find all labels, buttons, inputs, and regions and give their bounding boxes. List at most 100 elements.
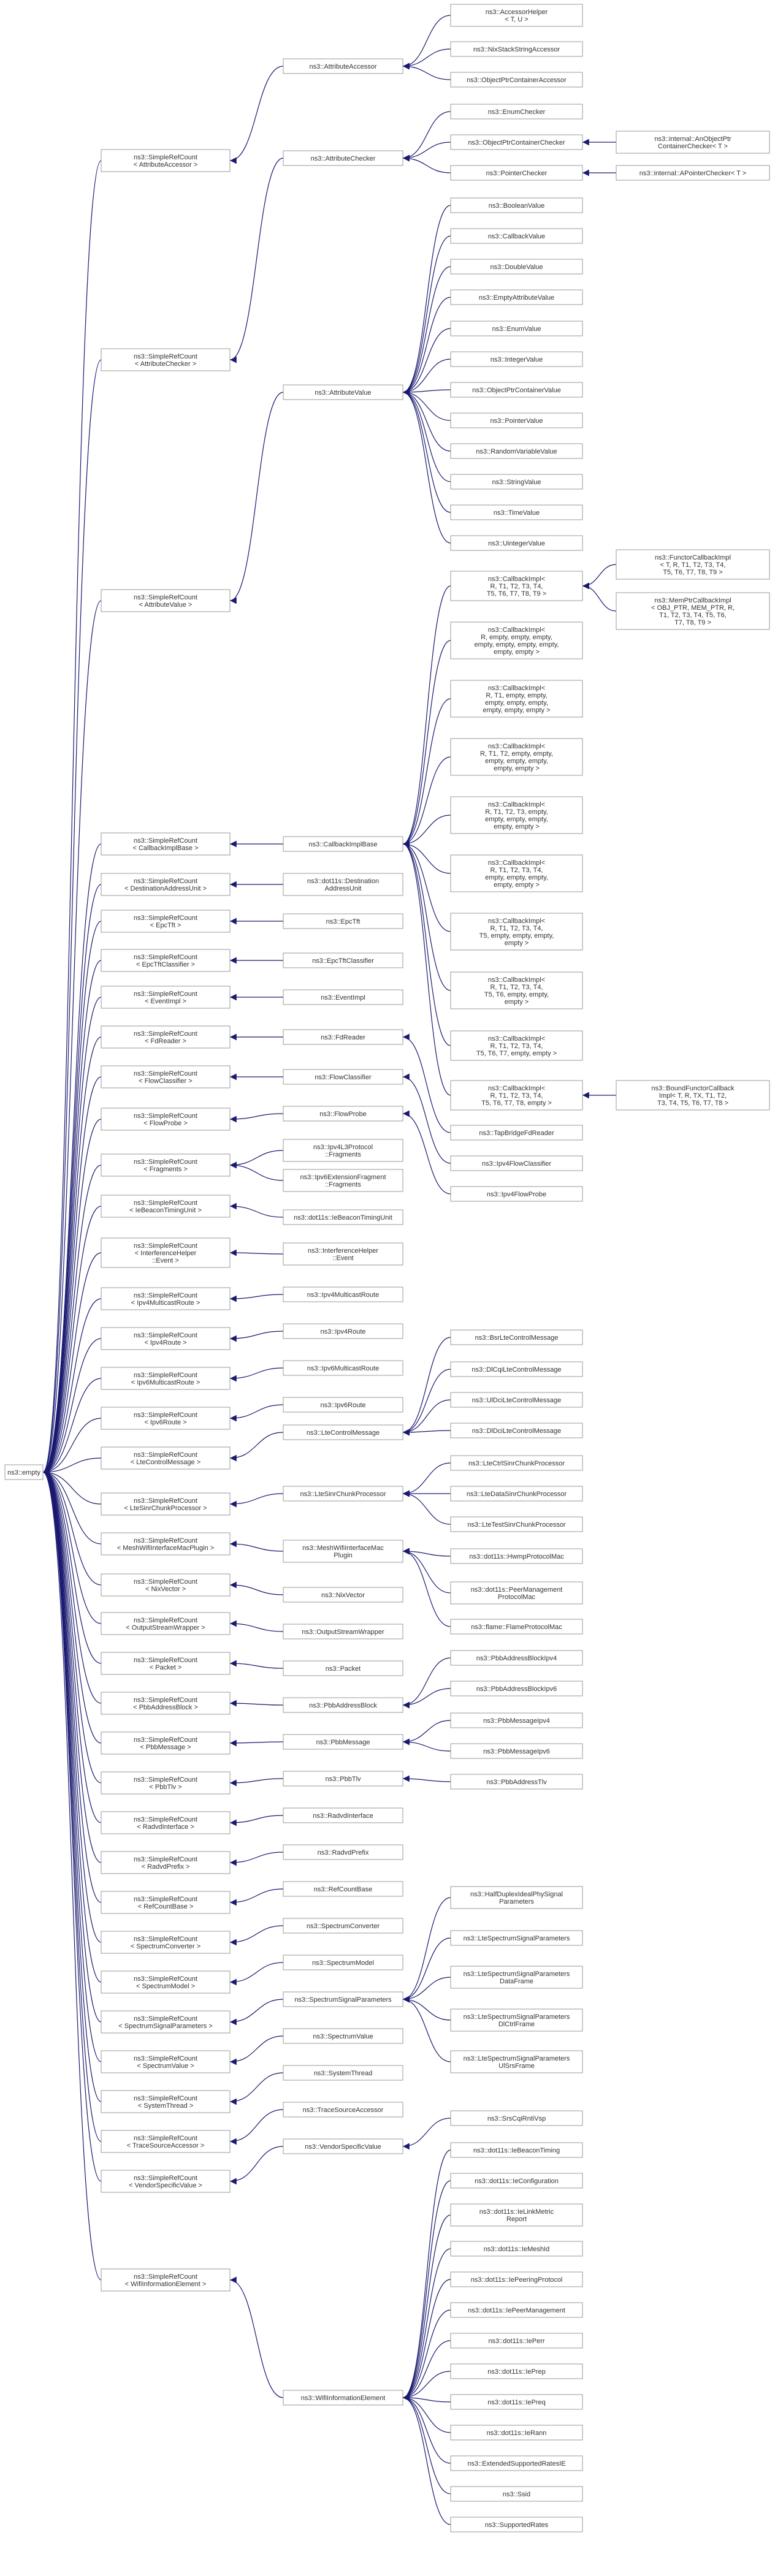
class-node-ipv4-multicast-route[interactable]: ns3::Ipv4MulticastRoute [283,1286,403,1302]
class-node-packet[interactable]: ns3::Packet [283,1660,403,1676]
class-node-trace-source-accessor[interactable]: ns3::TraceSourceAccessor [283,2102,403,2118]
class-node-object-ptr-container-value[interactable]: ns3::ObjectPtrContainerValue [450,382,583,398]
class-node-epc-tft[interactable]: ns3::EpcTft [283,913,403,929]
class-node-spectrum-converter[interactable]: ns3::SpectrumConverter [283,1918,403,1934]
class-node-radvd-prefix[interactable]: ns3::RadvdPrefix [283,1844,403,1860]
class-node-dl-cqi-lte-control-message[interactable]: ns3::DlCqiLteControlMessage [450,1361,583,1377]
class-node-pbb-message-ipv4[interactable]: ns3::PbbMessageIpv4 [450,1712,583,1728]
class-node-callback-impl-6[interactable]: ns3::CallbackImpl<R, T1, T2, T3, T4,T5, … [450,971,583,1009]
class-node-callback-impl-2[interactable]: ns3::CallbackImpl<R, T1, T2, empty, empt… [450,738,583,776]
class-node-flame-protocol-mac[interactable]: ns3::flame::FlameProtocolMac [450,1619,583,1635]
class-node-s-nix-vector[interactable]: ns3::SimpleRefCount< NixVector > [101,1573,231,1597]
class-node-ssid[interactable]: ns3::Ssid [450,2486,583,2502]
class-node-ie-configuration[interactable]: ns3::dot11s::IeConfiguration [450,2173,583,2189]
class-node-callback-impl-base[interactable]: ns3::CallbackImplBase [283,836,403,852]
class-node-extended-supported-rates-ie[interactable]: ns3::ExtendedSupportedRatesIE [450,2455,583,2471]
class-node-ie-perr[interactable]: ns3::dot11s::IePerr [450,2333,583,2349]
class-node-ipv4-flow-classifier[interactable]: ns3::Ipv4FlowClassifier [450,1155,583,1171]
class-node-callback-impl-3[interactable]: ns3::CallbackImpl<R, T1, T2, T3, empty,e… [450,796,583,834]
class-node-lte-ctrl-sinr-chunk-processor[interactable]: ns3::LteCtrlSinrChunkProcessor [450,1455,583,1471]
class-node-lte-spectrum-signal-parameters-dl-ctrl-frame[interactable]: ns3::LteSpectrumSignalParametersDlCtrlFr… [450,2008,583,2032]
class-node-lte-spectrum-signal-parameters[interactable]: ns3::LteSpectrumSignalParameters [450,1930,583,1946]
class-node-s-fd-reader[interactable]: ns3::SimpleRefCount< FdReader > [101,1025,231,1049]
class-node-s-lte-control-message[interactable]: ns3::SimpleRefCount< LteControlMessage > [101,1446,231,1470]
class-node-s-attribute-checker[interactable]: ns3::SimpleRefCount< AttributeChecker > [101,348,231,371]
class-node-ipv6-ext-fragments[interactable]: ns3::Ipv6ExtensionFragment::Fragments [283,1169,403,1192]
class-node-tap-bridge-fd-reader[interactable]: ns3::TapBridgeFdReader [450,1125,583,1141]
class-node-s-lte-sinr-chunk-processor[interactable]: ns3::SimpleRefCount< LteSinrChunkProcess… [101,1492,231,1516]
class-node-s-ref-count-base[interactable]: ns3::SimpleRefCount< RefCountBase > [101,1891,231,1914]
class-node-attribute-checker[interactable]: ns3::AttributeChecker [283,150,403,166]
class-node-mem-ptr-callback-impl[interactable]: ns3::MemPtrCallbackImpl< OBJ_PTR, MEM_PT… [616,592,770,630]
class-node-functor-callback-impl[interactable]: ns3::FunctorCallbackImpl< T, R, T1, T2, … [616,549,770,580]
class-node-s-spectrum-converter[interactable]: ns3::SimpleRefCount< SpectrumConverter > [101,1931,231,1954]
class-node-src-cq-rnti-vsp[interactable]: ns3::SrsCqiRntiVsp [450,2110,583,2126]
class-node-pbb-tlv[interactable]: ns3::PbbTlv [283,1771,403,1787]
class-node-dl-dci-lte-control-message[interactable]: ns3::DlDciLteControlMessage [450,1423,583,1438]
class-node-s-vendor-specific-value[interactable]: ns3::SimpleRefCount< VendorSpecificValue… [101,2170,231,2193]
class-node-radvd-interface[interactable]: ns3::RadvdInterface [283,1807,403,1823]
class-node-random-variable-value[interactable]: ns3::RandomVariableValue [450,443,583,459]
class-node-lte-sinr-chunk-processor[interactable]: ns3::LteSinrChunkProcessor [283,1486,403,1502]
class-node-epc-tft-classifier[interactable]: ns3::EpcTftClassifier [283,952,403,968]
class-node-callback-impl-0[interactable]: ns3::CallbackImpl<R, empty, empty, empty… [450,621,583,659]
class-node-s-spectrum-signal-parameters[interactable]: ns3::SimpleRefCount< SpectrumSignalParam… [101,2010,231,2034]
class-node-flow-classifier[interactable]: ns3::FlowClassifier [283,1069,403,1085]
class-node-ie-beacon-timing-unit[interactable]: ns3::dot11s::IeBeaconTimingUnit [283,1209,403,1225]
class-node-callback-impl-9[interactable]: ns3::CallbackImpl<R, T1, T2, T3, T4,T5, … [450,571,583,601]
class-node-event-impl[interactable]: ns3::EventImpl [283,989,403,1005]
class-node-hwmp-protocol-mac[interactable]: ns3::dot11s::HwmpProtocolMac [450,1548,583,1564]
class-node-an-object-ptr-container-checker[interactable]: ns3::internal::AnObjectPtrContainerCheck… [616,131,770,154]
class-node-callback-impl-1[interactable]: ns3::CallbackImpl<R, T1, empty, empty,em… [450,680,583,718]
class-node-s-event-impl[interactable]: ns3::SimpleRefCount< EventImpl > [101,986,231,1009]
class-node-accessor-helper[interactable]: ns3::AccessorHelper< T, U > [450,4,583,27]
class-node-s-radvd-interface[interactable]: ns3::SimpleRefCount< RadvdInterface > [101,1811,231,1834]
class-node-spectrum-model[interactable]: ns3::SpectrumModel [283,1955,403,1970]
class-node-pointer-checker[interactable]: ns3::PointerChecker [450,165,583,181]
class-node-object-ptr-container-accessor[interactable]: ns3::ObjectPtrContainerAccessor [450,72,583,88]
class-node-s-ie-beacon-timing-unit[interactable]: ns3::SimpleRefCount< IeBeaconTimingUnit … [101,1195,231,1218]
class-node-s-spectrum-model[interactable]: ns3::SimpleRefCount< SpectrumModel > [101,1970,231,1994]
class-node-callback-value[interactable]: ns3::CallbackValue [450,228,583,244]
class-node-s-spectrum-value[interactable]: ns3::SimpleRefCount< SpectrumValue > [101,2050,231,2073]
class-node-ipv4l3-fragments[interactable]: ns3::Ipv4L3Protocol::Fragments [283,1139,403,1162]
class-node-boolean-value[interactable]: ns3::BooleanValue [450,197,583,213]
class-node-mesh-wifi-interface-mac-plugin[interactable]: ns3::MeshWifiInterfaceMacPlugin [283,1540,403,1563]
class-node-s-pbb-tlv[interactable]: ns3::SimpleRefCount< PbbTlv > [101,1771,231,1795]
class-node-nix-stack-string-accessor[interactable]: ns3::NixStackStringAccessor [450,41,583,57]
class-node-output-stream-wrapper[interactable]: ns3::OutputStreamWrapper [283,1624,403,1639]
class-node-callback-impl-7[interactable]: ns3::CallbackImpl<R, T1, T2, T3, T4,T5, … [450,1030,583,1061]
class-node-vendor-specific-value[interactable]: ns3::VendorSpecificValue [283,2138,403,2154]
class-node-enum-value[interactable]: ns3::EnumValue [450,321,583,336]
class-node-pointer-value[interactable]: ns3::PointerValue [450,412,583,428]
class-node-spectrum-signal-parameters[interactable]: ns3::SpectrumSignalParameters [283,1991,403,2007]
class-node-s-destination-address-unit[interactable]: ns3::SimpleRefCount< DestinationAddressU… [101,873,231,896]
class-node-string-value[interactable]: ns3::StringValue [450,474,583,490]
class-node-ul-dci-lte-control-message[interactable]: ns3::UlDciLteControlMessage [450,1392,583,1408]
class-node-lte-control-message[interactable]: ns3::LteControlMessage [283,1424,403,1440]
class-node-time-value[interactable]: ns3::TimeValue [450,504,583,520]
class-node-s-interference-helper-event[interactable]: ns3::SimpleRefCount< InterferenceHelper:… [101,1237,231,1268]
class-node-s-pbb-address-block[interactable]: ns3::SimpleRefCount< PbbAddressBlock > [101,1692,231,1715]
class-node-pbb-address-tlv[interactable]: ns3::PbbAddressTlv [450,1774,583,1790]
class-node-s-output-stream-wrapper[interactable]: ns3::SimpleRefCount< OutputStreamWrapper… [101,1612,231,1635]
class-node-pbb-message-ipv6[interactable]: ns3::PbbMessageIpv6 [450,1743,583,1759]
class-node-ipv6-route[interactable]: ns3::Ipv6Route [283,1397,403,1413]
class-node-ref-count-base[interactable]: ns3::RefCountBase [283,1881,403,1897]
class-node-s-pbb-message[interactable]: ns3::SimpleRefCount< PbbMessage > [101,1731,231,1755]
class-node-lte-spectrum-signal-parameters-ul-srs-frame[interactable]: ns3::LteSpectrumSignalParametersUlSrsFra… [450,2050,583,2073]
class-node-s-epc-tft-classifier[interactable]: ns3::SimpleRefCount< EpcTftClassifier > [101,949,231,972]
class-node-s-epc-tft[interactable]: ns3::SimpleRefCount< EpcTft > [101,910,231,933]
class-node-pbb-message[interactable]: ns3::PbbMessage [283,1734,403,1750]
class-node-system-thread[interactable]: ns3::SystemThread [283,2065,403,2081]
class-node-flow-probe[interactable]: ns3::FlowProbe [283,1106,403,1122]
class-node-ie-peering-protocol[interactable]: ns3::dot11s::IePeeringProtocol [450,2271,583,2287]
class-node-attribute-accessor[interactable]: ns3::AttributeAccessor [283,58,403,74]
class-node-s-mesh-wifi-interface-mac-plugin[interactable]: ns3::SimpleRefCount< MeshWifiInterfaceMa… [101,1532,231,1556]
class-node-ie-beacon-timing[interactable]: ns3::dot11s::IeBeaconTiming [450,2142,583,2158]
class-node-wifi-information-element[interactable]: ns3::WifiInformationElement [283,2390,403,2406]
class-node-lte-test-sinr-chunk-processor[interactable]: ns3::LteTestSinrChunkProcessor [450,1516,583,1532]
class-node-ie-mesh-id[interactable]: ns3::dot11s::IeMeshId [450,2241,583,2257]
class-node-lte-spectrum-signal-parameters-data-frame[interactable]: ns3::LteSpectrumSignalParametersDataFram… [450,1966,583,1989]
